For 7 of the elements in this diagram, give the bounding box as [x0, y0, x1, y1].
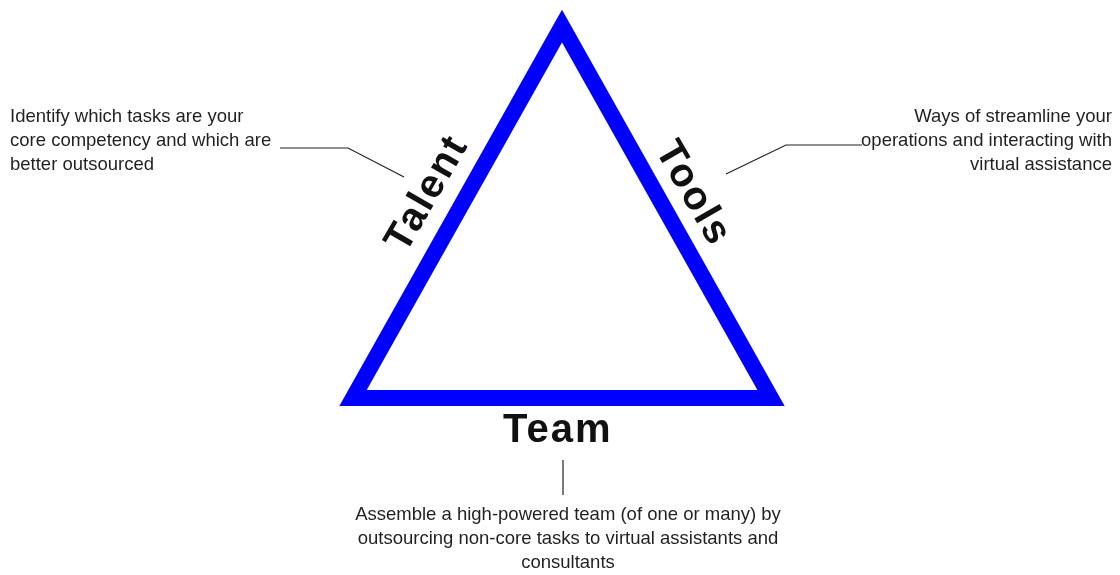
description-text: Ways of streamline your operations and interacting with virtual assistance: [838, 104, 1112, 176]
side-label: Team: [503, 405, 613, 451]
description-text: Assemble a high-powered team (of one or many) by outsourcing non-core tasks to virtual assistants and consultants: [318, 502, 818, 574]
leader-line: [279, 147, 405, 178]
description-text: Identify which tasks are your core competency and which are better outsourced: [10, 104, 282, 176]
leader-line: [725, 144, 863, 175]
leader-line: [562, 459, 564, 496]
